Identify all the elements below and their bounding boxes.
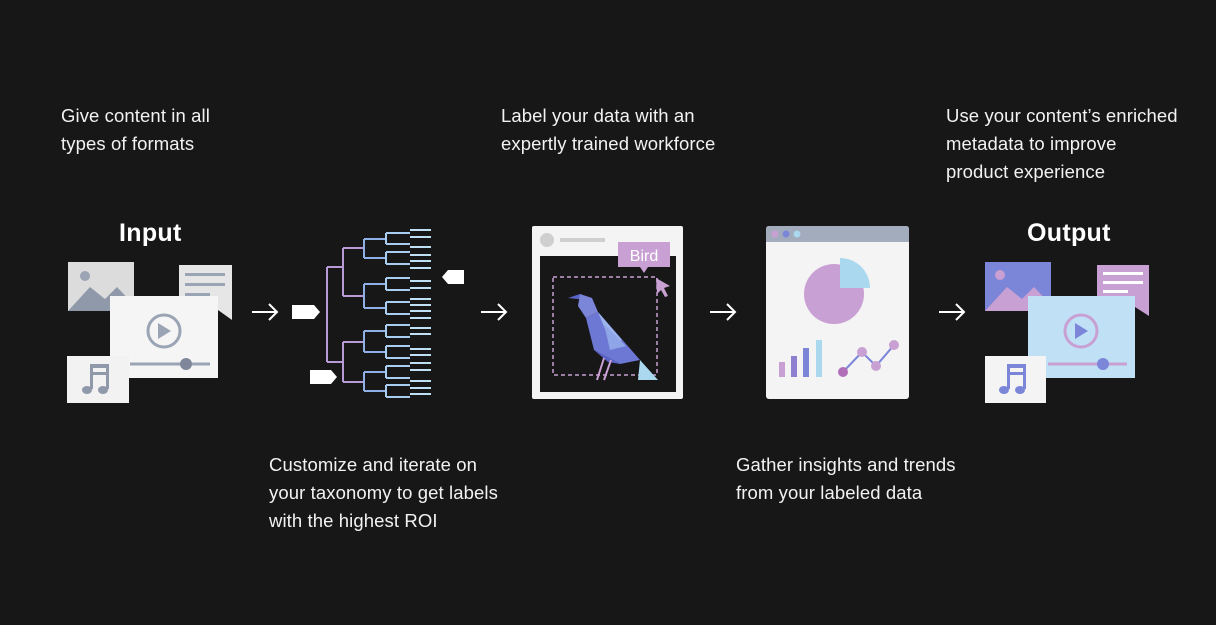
arrow-icon xyxy=(252,303,279,321)
caption-line: Label your data with an xyxy=(501,105,695,126)
bird-label-tag: Bird xyxy=(618,242,670,273)
music-icon xyxy=(985,356,1046,403)
taxonomy-tree-illustration xyxy=(326,229,431,398)
caption-output: Use your content’s enriched metadata to … xyxy=(946,102,1178,186)
music-icon xyxy=(67,356,129,403)
caption-line: Use your content’s enriched xyxy=(946,105,1178,126)
arrow-icon xyxy=(710,303,737,321)
input-illustration xyxy=(67,262,232,403)
caption-line: types of formats xyxy=(61,133,195,154)
caption-labeling: Label your data with an expertly trained… xyxy=(501,102,715,158)
pie-chart-icon xyxy=(804,258,870,324)
bar-chart-icon xyxy=(779,340,822,377)
caption-line: metadata to improve xyxy=(946,133,1117,154)
labeling-window-illustration: Bird xyxy=(532,226,683,399)
input-title: Input xyxy=(119,219,182,247)
caption-line: Customize and iterate on xyxy=(269,454,478,475)
bird-label-text: Bird xyxy=(630,248,658,265)
caption-line: with the highest ROI xyxy=(269,510,438,531)
caption-taxonomy: Customize and iterate on your taxonomy t… xyxy=(269,451,498,535)
output-illustration xyxy=(985,262,1149,403)
insights-dashboard-illustration xyxy=(766,226,909,399)
tag-icon xyxy=(310,370,337,384)
caption-line: expertly trained workforce xyxy=(501,133,716,154)
output-title: Output xyxy=(1027,219,1111,247)
arrow-icon xyxy=(481,303,508,321)
caption-line: Gather insights and trends xyxy=(736,454,956,475)
bird-icon xyxy=(568,294,658,381)
caption-line: from your labeled data xyxy=(736,482,923,503)
caption-line: product experience xyxy=(946,161,1106,182)
tag-icon xyxy=(292,305,320,319)
caption-line: Give content in all xyxy=(61,105,210,126)
cursor-icon xyxy=(656,278,670,297)
tag-icon xyxy=(442,270,464,284)
caption-line: your taxonomy to get labels xyxy=(269,482,498,503)
line-chart-icon xyxy=(838,340,899,377)
caption-insights: Gather insights and trends from your lab… xyxy=(736,451,956,507)
arrow-icon xyxy=(939,303,966,321)
caption-input: Give content in all types of formats xyxy=(61,102,210,158)
